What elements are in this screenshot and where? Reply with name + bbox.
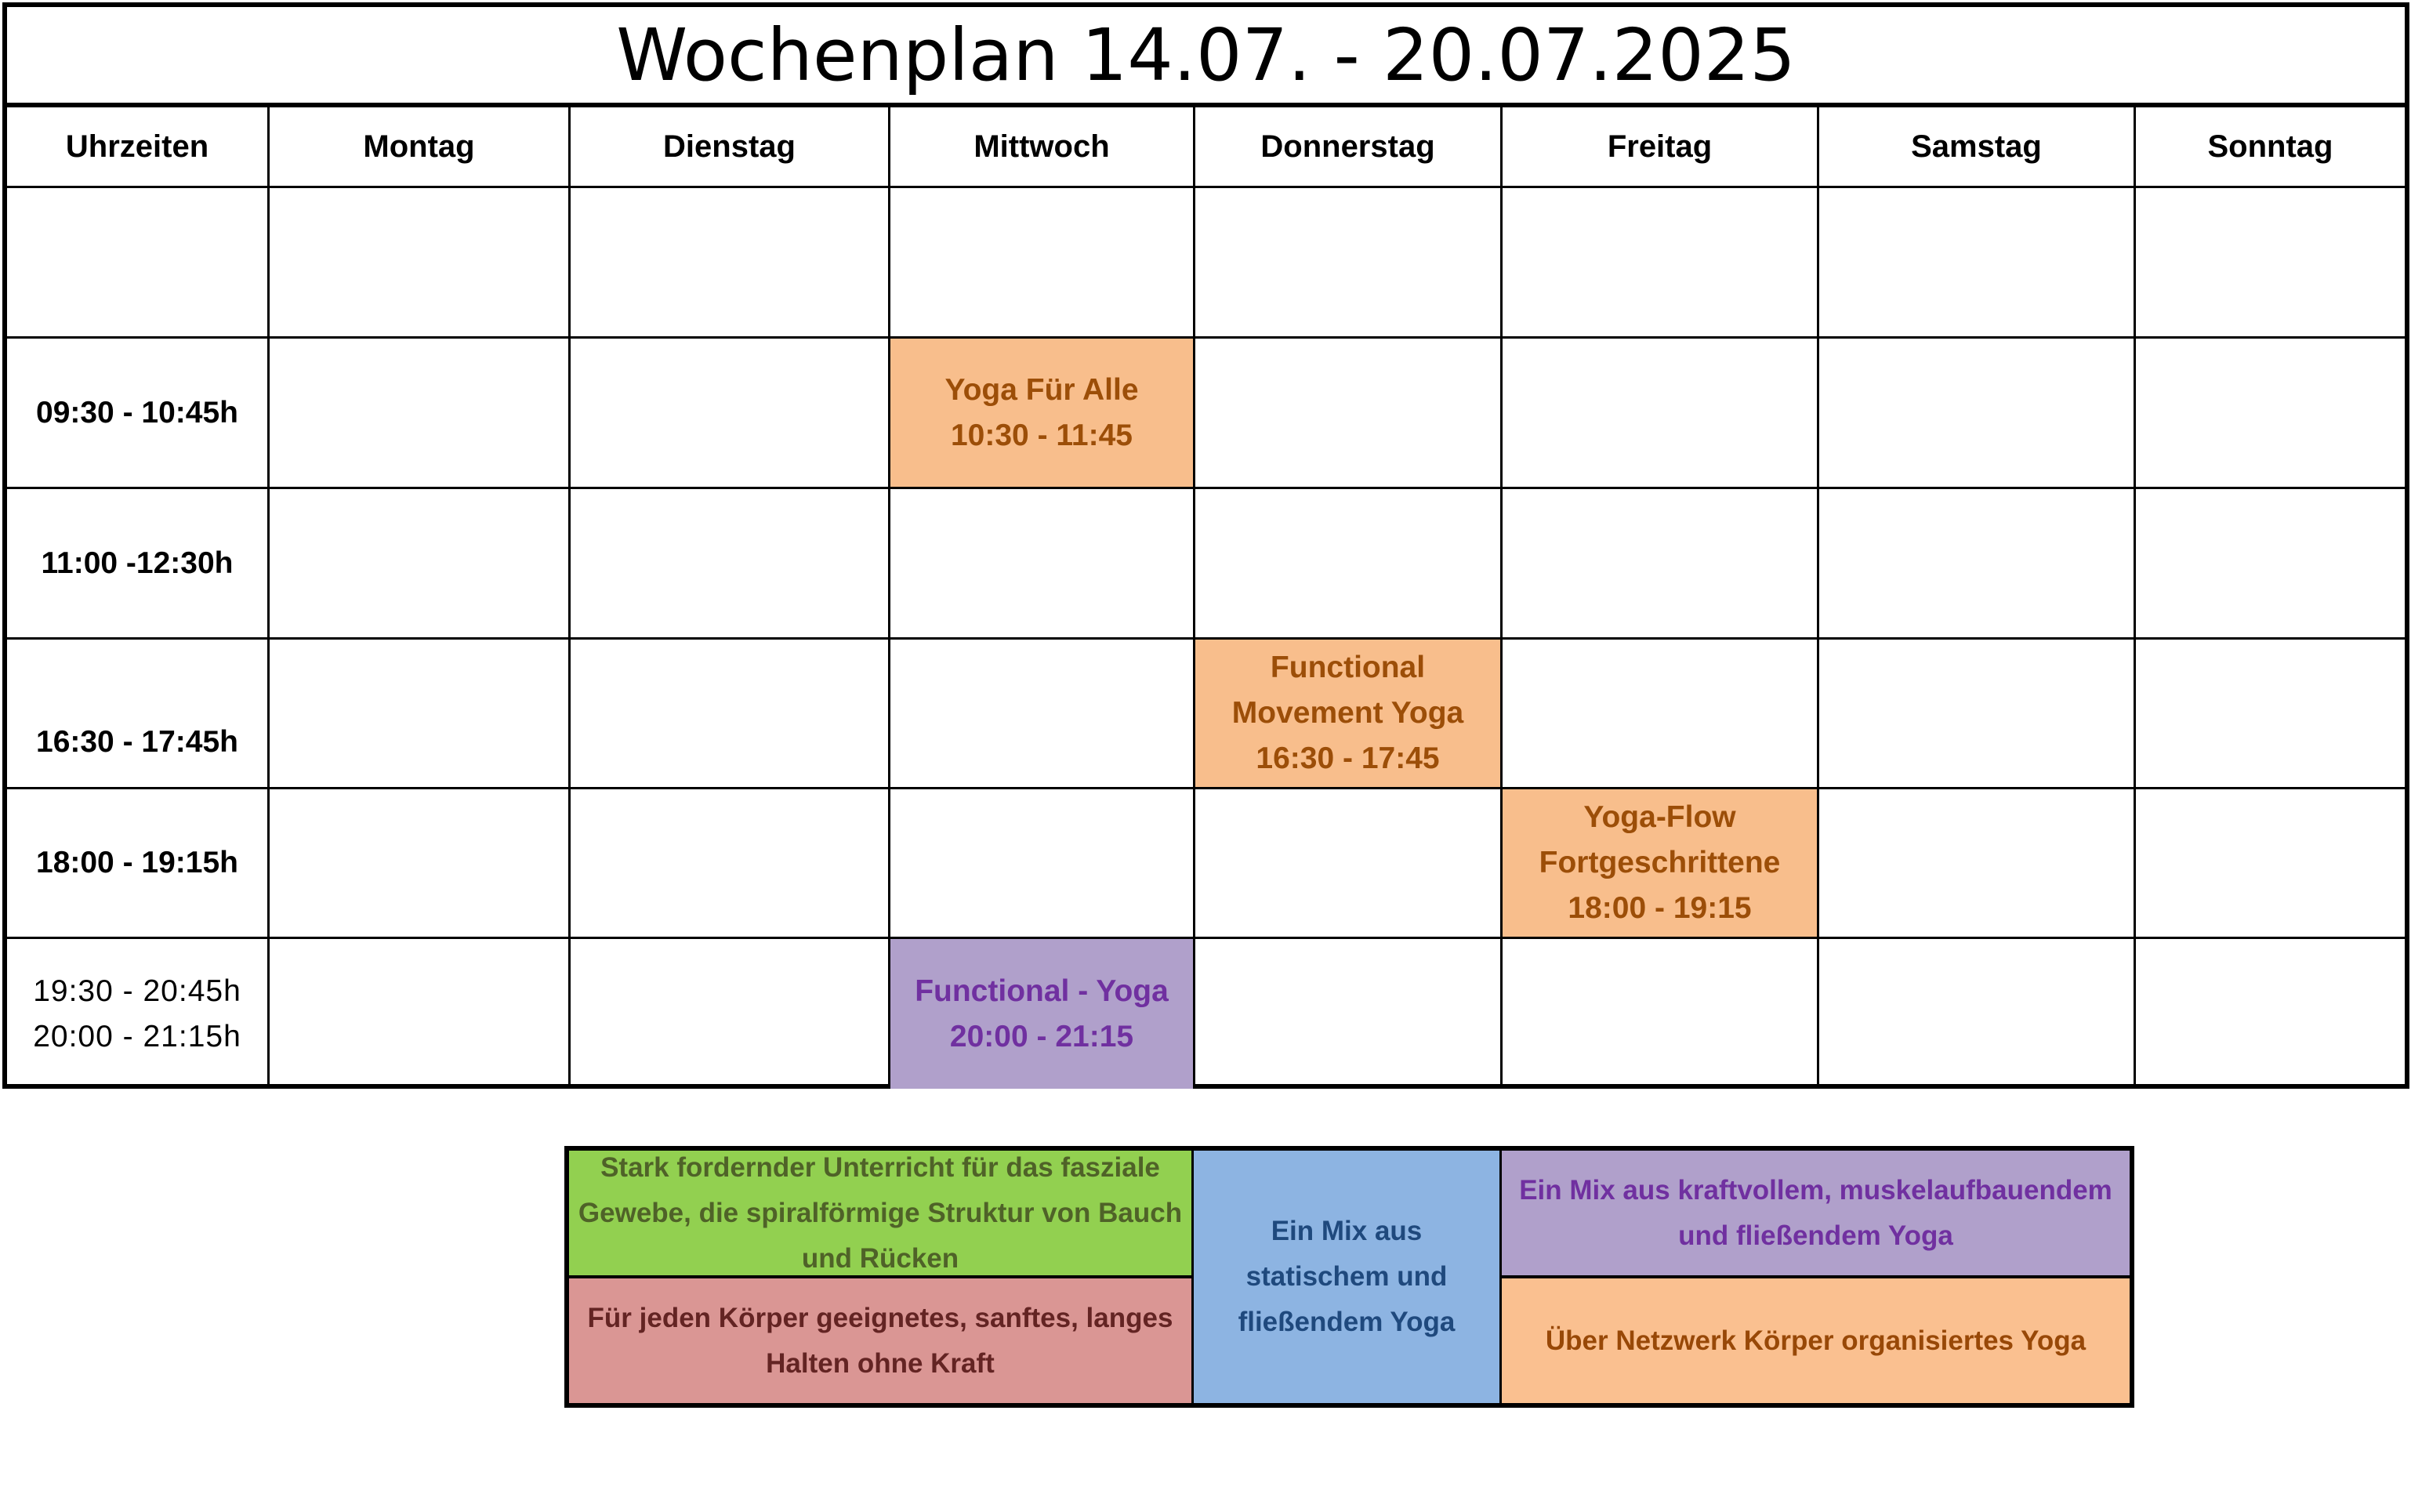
schedule-cell <box>1503 188 1819 339</box>
event-name: Yoga Für Alle <box>944 372 1139 407</box>
schedule-cell <box>2136 640 2405 789</box>
schedule-cell <box>270 489 571 640</box>
schedule-cell <box>1195 789 1503 939</box>
schedule-cell <box>571 939 890 1089</box>
time-slot-3: 11:00 -12:30h <box>7 489 270 640</box>
column-header-saturday: Samstag <box>1819 107 2136 188</box>
event-functional-yoga: Functional - Yoga 20:00 - 21:15 <box>890 939 1195 1089</box>
schedule-cell <box>571 640 890 789</box>
schedule-cell <box>1195 489 1503 640</box>
event-name-line2: Fortgeschrittene <box>1539 846 1781 879</box>
legend-text: Halten ohne Kraft <box>766 1347 995 1379</box>
legend-blue: Ein Mix aus statischem und fließendem Yo… <box>1194 1151 1502 1403</box>
schedule-cell <box>571 188 890 339</box>
column-header-wednesday: Mittwoch <box>890 107 1195 188</box>
page-title: Wochenplan 14.07. - 20.07.2025 <box>7 7 2405 107</box>
schedule-cell <box>2136 339 2405 489</box>
schedule-cell <box>270 188 571 339</box>
legend-text: fließendem Yoga <box>1238 1307 1456 1337</box>
event-name-line1: Yoga-Flow <box>1583 800 1736 834</box>
schedule-cell <box>1819 188 2136 339</box>
schedule-cell <box>2136 489 2405 640</box>
time-slot-2: 09:30 - 10:45h <box>7 339 270 489</box>
schedule-cell <box>1819 489 2136 640</box>
column-header-tuesday: Dienstag <box>571 107 890 188</box>
event-yoga-flow: Yoga-Flow Fortgeschrittene 18:00 - 19:15 <box>1503 789 1819 939</box>
schedule-cell <box>2136 939 2405 1089</box>
schedule-cell <box>1195 939 1503 1089</box>
time-slot-6: 19:30 - 20:45h 20:00 - 21:15h <box>7 939 270 1089</box>
legend-text: Ein Mix aus <box>1271 1216 1423 1246</box>
schedule-cell <box>890 489 1195 640</box>
event-name-line2: Movement Yoga <box>1231 696 1464 730</box>
schedule-cell <box>571 339 890 489</box>
schedule-cell <box>1503 339 1819 489</box>
schedule-cell <box>890 789 1195 939</box>
legend-text: und Rücken <box>801 1242 959 1274</box>
schedule-cell <box>890 640 1195 789</box>
schedule-cell <box>1503 939 1819 1089</box>
schedule-cell <box>1195 339 1503 489</box>
legend-green: Stark fordernder Unterricht für das fasz… <box>569 1151 1194 1278</box>
event-functional-movement-yoga: Functional Movement Yoga 16:30 - 17:45 <box>1195 640 1503 789</box>
legend-text: Ein Mix aus kraftvollem, muskelaufbauend… <box>1519 1174 2112 1206</box>
color-legend: Stark fordernder Unterricht für das fasz… <box>564 1146 2134 1408</box>
schedule-grid: Uhrzeiten Montag Dienstag Mittwoch Donne… <box>7 107 2405 1089</box>
weekly-schedule: Wochenplan 14.07. - 20.07.2025 Uhrzeiten… <box>2 2 2409 1089</box>
legend-red: Für jeden Körper geeignetes, sanftes, la… <box>569 1278 1194 1403</box>
schedule-cell <box>1503 489 1819 640</box>
time-slot-5: 18:00 - 19:15h <box>7 789 270 939</box>
legend-text: und fließendem Yoga <box>1678 1220 1953 1251</box>
schedule-cell <box>1819 339 2136 489</box>
time-slot-4: 16:30 - 17:45h <box>7 640 270 789</box>
column-header-friday: Freitag <box>1503 107 1819 188</box>
event-time: 20:00 - 21:15 <box>949 1019 1134 1053</box>
legend-text: statischem und <box>1245 1261 1448 1292</box>
event-time: 16:30 - 17:45 <box>1256 741 1440 775</box>
column-header-sunday: Sonntag <box>2136 107 2405 188</box>
column-header-time: Uhrzeiten <box>7 107 270 188</box>
legend-orange: Über Netzwerk Körper organisiertes Yoga <box>1502 1278 2130 1403</box>
legend-purple: Ein Mix aus kraftvollem, muskelaufbauend… <box>1502 1151 2130 1278</box>
legend-text: Über Netzwerk Körper organisiertes Yoga <box>1545 1325 2087 1356</box>
schedule-cell <box>1195 188 1503 339</box>
column-header-monday: Montag <box>270 107 571 188</box>
event-time: 18:00 - 19:15 <box>1568 891 1752 925</box>
schedule-cell <box>1503 640 1819 789</box>
schedule-cell <box>890 188 1195 339</box>
time-line1: 19:30 - 20:45h <box>33 974 241 1008</box>
schedule-cell <box>1819 789 2136 939</box>
time-line2: 20:00 - 21:15h <box>33 1019 241 1053</box>
schedule-cell <box>270 640 571 789</box>
schedule-cell <box>270 939 571 1089</box>
schedule-cell <box>2136 789 2405 939</box>
schedule-cell <box>270 789 571 939</box>
schedule-cell <box>270 339 571 489</box>
event-yoga-fuer-alle: Yoga Für Alle 10:30 - 11:45 <box>890 339 1195 489</box>
schedule-cell <box>571 489 890 640</box>
event-name-line1: Functional <box>1270 651 1426 684</box>
legend-text: Gewebe, die spiralförmige Struktur von B… <box>578 1197 1183 1228</box>
column-header-thursday: Donnerstag <box>1195 107 1503 188</box>
schedule-cell <box>571 789 890 939</box>
schedule-cell <box>2136 188 2405 339</box>
schedule-cell <box>1819 939 2136 1089</box>
event-time: 10:30 - 11:45 <box>950 418 1133 452</box>
legend-text: Stark fordernder Unterricht für das fasz… <box>600 1151 1160 1183</box>
time-slot-1 <box>7 188 270 339</box>
event-name: Functional - Yoga <box>915 974 1169 1008</box>
schedule-cell <box>1819 640 2136 789</box>
legend-text: Für jeden Körper geeignetes, sanftes, la… <box>587 1302 1173 1333</box>
